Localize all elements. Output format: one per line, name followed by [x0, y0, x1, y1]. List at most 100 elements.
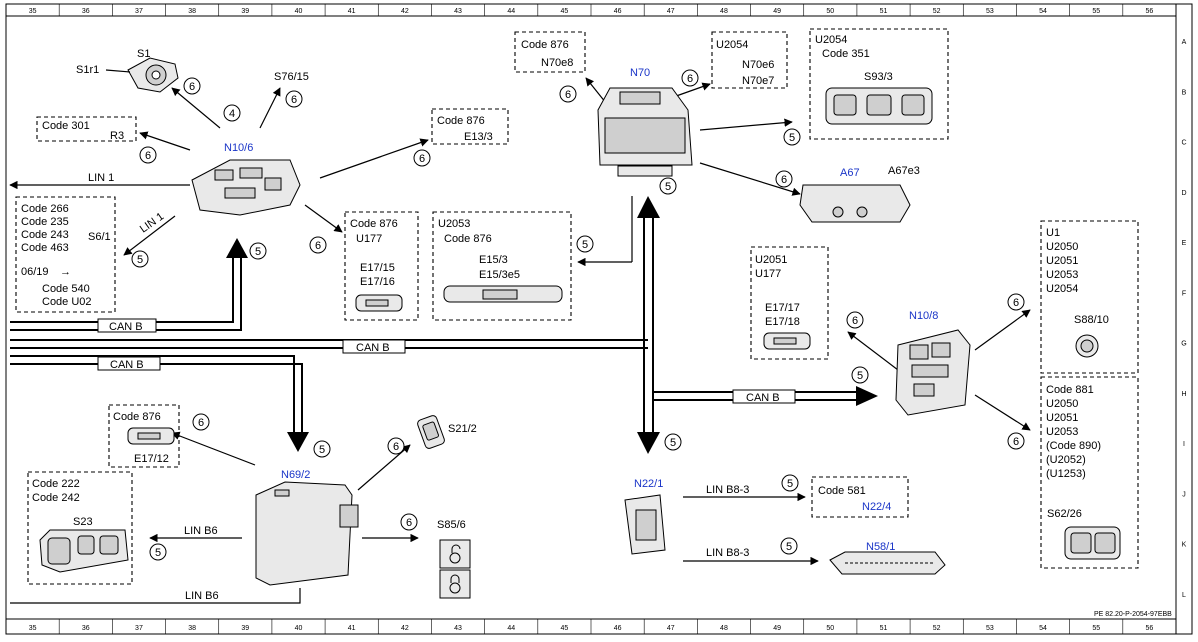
marker-circle — [313, 440, 331, 458]
code876-e17-code: Code 876 — [350, 218, 398, 230]
arrow-n10-6-e17-15 — [304, 204, 343, 233]
s88-10-code-3: U2051 — [1046, 255, 1078, 267]
s6-1-code2-2: Code U02 — [42, 296, 92, 308]
e17-12-code: Code 876 — [113, 411, 161, 423]
ruler-bottom-number: 43 — [454, 625, 462, 632]
code876-e17-item-1: E17/15 — [360, 262, 395, 274]
can-b-n10-6-line-a — [10, 258, 234, 323]
can-b-n10-8-arrowhead — [856, 386, 878, 406]
marker-circle — [1007, 432, 1025, 450]
s6-1-arrow: → — [60, 266, 71, 278]
can-b-n69-2-arrowhead — [287, 432, 309, 452]
marker-number: 6 — [852, 315, 858, 327]
ruler-top-number: 49 — [773, 8, 781, 15]
s76-15-label: S76/15 — [274, 71, 309, 83]
ruler-bottom-number: 56 — [1146, 625, 1154, 632]
ruler-top-number: 54 — [1039, 8, 1047, 15]
marker-circle — [781, 474, 799, 492]
marker-number: 6 — [1013, 297, 1019, 309]
marker-circle — [846, 311, 864, 329]
marker-circle — [681, 69, 699, 87]
u2054-n70-item-1: N70e6 — [742, 59, 774, 71]
ruler-top-number: 37 — [135, 8, 143, 15]
n10-6-label: N10/6 — [224, 142, 253, 154]
code876-e17-code2: U177 — [356, 233, 382, 245]
s88-10-switch — [1075, 334, 1099, 358]
marker-circle — [223, 104, 241, 122]
ruler-right-letter: H — [1181, 391, 1186, 398]
marker-number: 6 — [198, 417, 204, 429]
ruler-bottom-number: 46 — [614, 625, 622, 632]
marker-number: 6 — [781, 174, 787, 186]
marker-number: 6 — [145, 150, 151, 162]
arrow-n70-a67 — [699, 162, 801, 196]
marker-number: 5 — [155, 547, 161, 559]
n10-6-module — [191, 159, 301, 216]
ruler-top-number: 46 — [614, 8, 622, 15]
marker-number: 5 — [137, 254, 143, 266]
arrow-n10-8-e17-17 — [847, 331, 899, 371]
marker-circle — [783, 128, 801, 146]
marker-circle — [139, 146, 157, 164]
ruler-right-letter: E — [1182, 240, 1187, 247]
ruler-bottom-number: 48 — [720, 625, 728, 632]
n22-1-module — [624, 494, 666, 555]
lin-b6-label-2: LIN B6 — [185, 590, 219, 602]
arrow-n70-s93-3 — [699, 118, 793, 131]
u2053-code2: Code 876 — [444, 233, 492, 245]
s62-26-code-1: Code 881 — [1046, 384, 1094, 396]
ruler-bottom-number: 50 — [826, 625, 834, 632]
ruler-right-letter: D — [1181, 190, 1186, 197]
ruler-bottom-number: 53 — [986, 625, 994, 632]
ruler-right-letter: F — [1182, 290, 1186, 297]
marker-circle — [192, 413, 210, 431]
ruler-right-letter: K — [1182, 542, 1187, 549]
can-b-trunk-up-arrowhead — [637, 196, 660, 218]
ruler-bottom-number: 36 — [82, 625, 90, 632]
arrow-n10-6-s76-15 — [259, 87, 281, 129]
ruler-bottom-number: 42 — [401, 625, 409, 632]
marker-circle — [183, 77, 201, 95]
s6-1-code-4: Code 463 — [21, 242, 69, 254]
s62-26-code-2: U2050 — [1046, 398, 1078, 410]
n22-4-label: N22/4 — [862, 501, 891, 513]
a67-module — [799, 184, 911, 223]
u2053-item-2: E15/3e5 — [479, 269, 520, 281]
ruler-right-letter: J — [1182, 491, 1186, 498]
lin1-label: LIN 1 — [88, 172, 114, 184]
s88-10-code-4: U2053 — [1046, 269, 1078, 281]
s6-1-code-2: Code 235 — [21, 216, 69, 228]
s93-3-code2: Code 351 — [822, 48, 870, 60]
code301-item: R3 — [110, 130, 124, 142]
marker-number: 6 — [291, 94, 297, 106]
ruler-bottom-number: 52 — [933, 625, 941, 632]
marker-number: 6 — [565, 89, 571, 101]
box-n22-4 — [811, 476, 909, 518]
ruler-top-number: 35 — [29, 8, 37, 15]
n70-module — [597, 87, 693, 177]
ruler-top-number: 42 — [401, 8, 409, 15]
marker-number: 4 — [229, 108, 235, 120]
s1-sub-label: S1r1 — [76, 64, 99, 76]
can-b-label-1: CAN B — [109, 321, 143, 333]
s21-2-label: S21/2 — [448, 423, 477, 435]
ruler-top-number: 45 — [561, 8, 569, 15]
s1-leader — [105, 69, 131, 73]
marker-number: 5 — [319, 444, 325, 456]
box-u2053 — [432, 211, 572, 321]
s6-1-code-1: Code 266 — [21, 203, 69, 215]
box-code876-e17 — [344, 211, 419, 321]
footer-reference: PE 82.20-P-2054-97EBB — [1094, 611, 1172, 618]
n22-4-code: Code 581 — [818, 485, 866, 497]
code876-e13-code: Code 876 — [437, 115, 485, 127]
s23-label: S23 — [73, 516, 93, 528]
marker-number: 6 — [419, 153, 425, 165]
s88-10-label: S88/10 — [1074, 314, 1109, 326]
marker-number: 5 — [787, 478, 793, 490]
ruler-bottom-number: 54 — [1039, 625, 1047, 632]
can-b-label-4: CAN B — [746, 392, 780, 404]
marker-circle — [149, 543, 167, 561]
e17-12-light — [127, 427, 175, 445]
